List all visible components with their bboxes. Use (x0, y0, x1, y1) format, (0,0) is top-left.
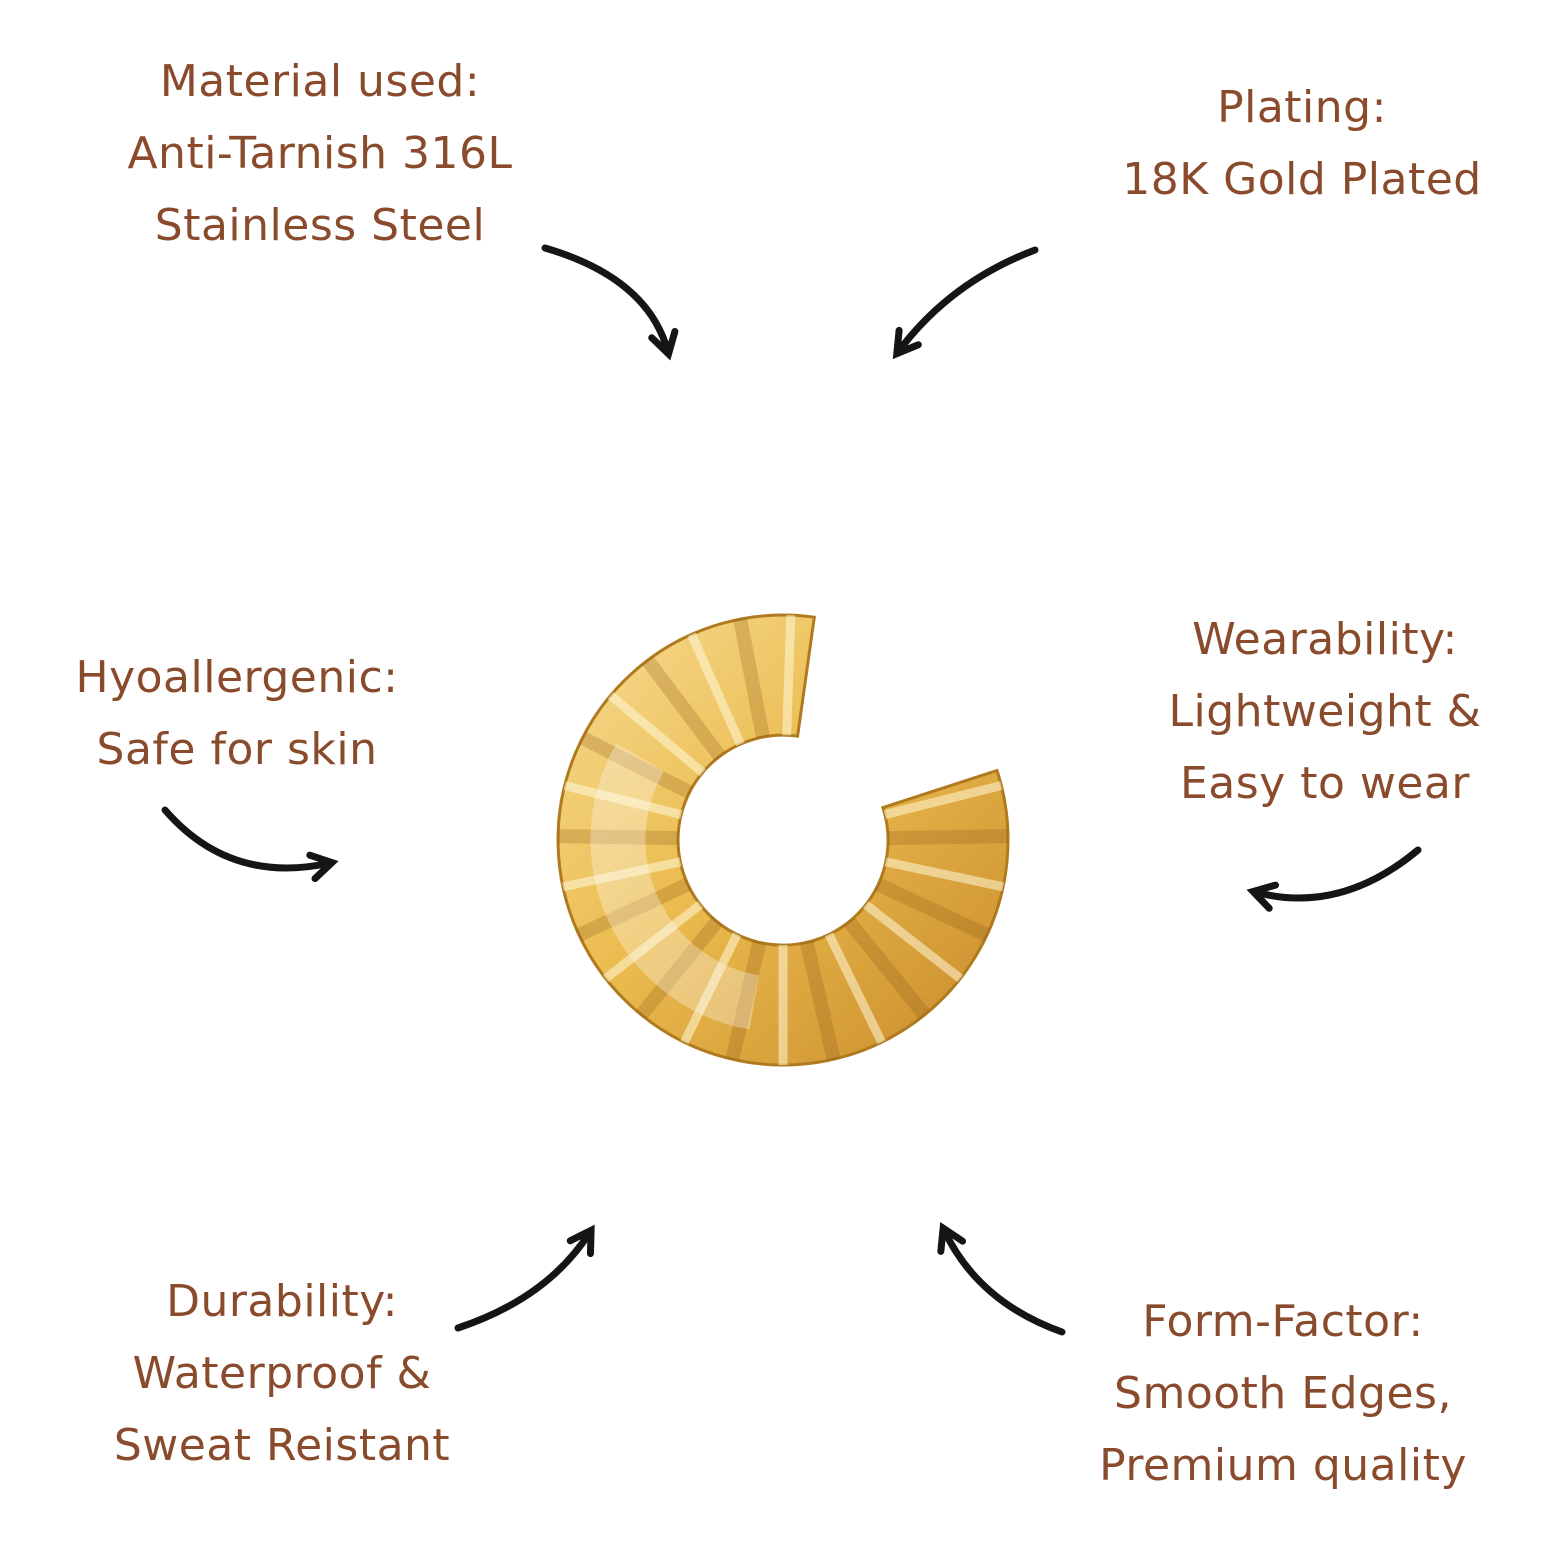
product-image (548, 572, 1018, 1102)
callout-wearability: Wearability: Lightweight & Easy to wear (1100, 604, 1550, 820)
arrow-hypoallergenic (161, 806, 339, 883)
arrow-plating (892, 246, 1039, 360)
arrow-wearability (1246, 846, 1422, 912)
callout-line: Plating: (1217, 82, 1387, 133)
callout-line: Lightweight & (1168, 686, 1482, 737)
callout-line: Premium quality (1099, 1440, 1467, 1491)
callout-line: Stainless Steel (154, 200, 486, 251)
callout-form-factor: Form-Factor: Smooth Edges, Premium quali… (1048, 1286, 1518, 1502)
callout-line: Hyoallergenic: (75, 652, 399, 703)
callout-line: 18K Gold Plated (1122, 154, 1482, 205)
ring-ribs (558, 615, 1009, 1066)
callout-line: Easy to wear (1180, 758, 1470, 809)
callout-durability: Durability: Waterproof & Sweat Reistant (42, 1266, 522, 1482)
callout-line: Form-Factor: (1142, 1296, 1424, 1347)
callout-line: Durability: (166, 1276, 398, 1327)
callout-line: Wearability: (1192, 614, 1458, 665)
callout-line: Smooth Edges, (1114, 1368, 1452, 1419)
ring-highlight (590, 743, 760, 1030)
arrow-material (541, 244, 679, 361)
ring-band (556, 613, 1010, 1067)
ring-graphic (556, 613, 1010, 1067)
callout-plating: Plating: 18K Gold Plated (1057, 72, 1547, 216)
callout-line: Safe for skin (96, 724, 378, 775)
callout-line: Waterproof & (132, 1348, 432, 1399)
callout-line: Material used: (159, 56, 481, 107)
callout-hypoallergenic: Hyoallergenic: Safe for skin (27, 642, 447, 786)
callout-line: Sweat Reistant (113, 1420, 451, 1471)
arrow-form-factor (937, 1222, 1066, 1336)
callout-material: Material used: Anti-Tarnish 316L Stainle… (55, 46, 585, 262)
callout-line: Anti-Tarnish 316L (127, 128, 513, 179)
